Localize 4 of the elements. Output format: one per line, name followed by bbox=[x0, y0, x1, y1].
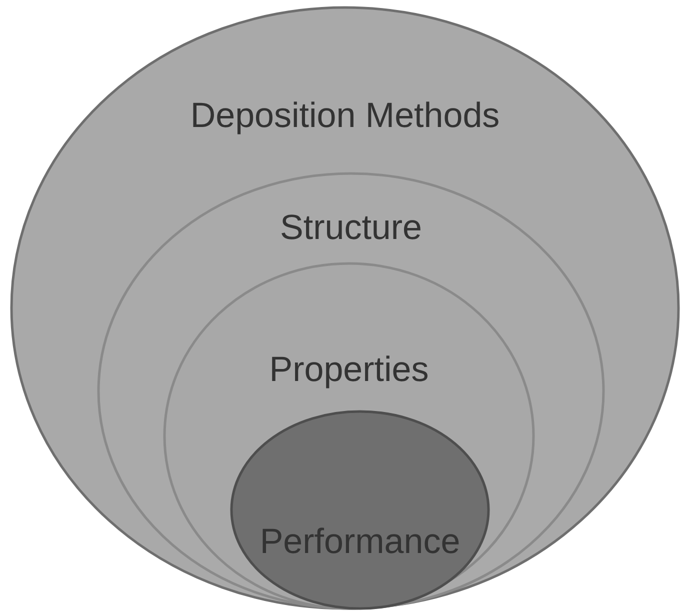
oval-label: Structure bbox=[280, 208, 422, 248]
oval-label: Properties bbox=[269, 350, 429, 390]
oval-label: Performance bbox=[260, 522, 460, 562]
oval-label: Deposition Methods bbox=[190, 96, 500, 136]
